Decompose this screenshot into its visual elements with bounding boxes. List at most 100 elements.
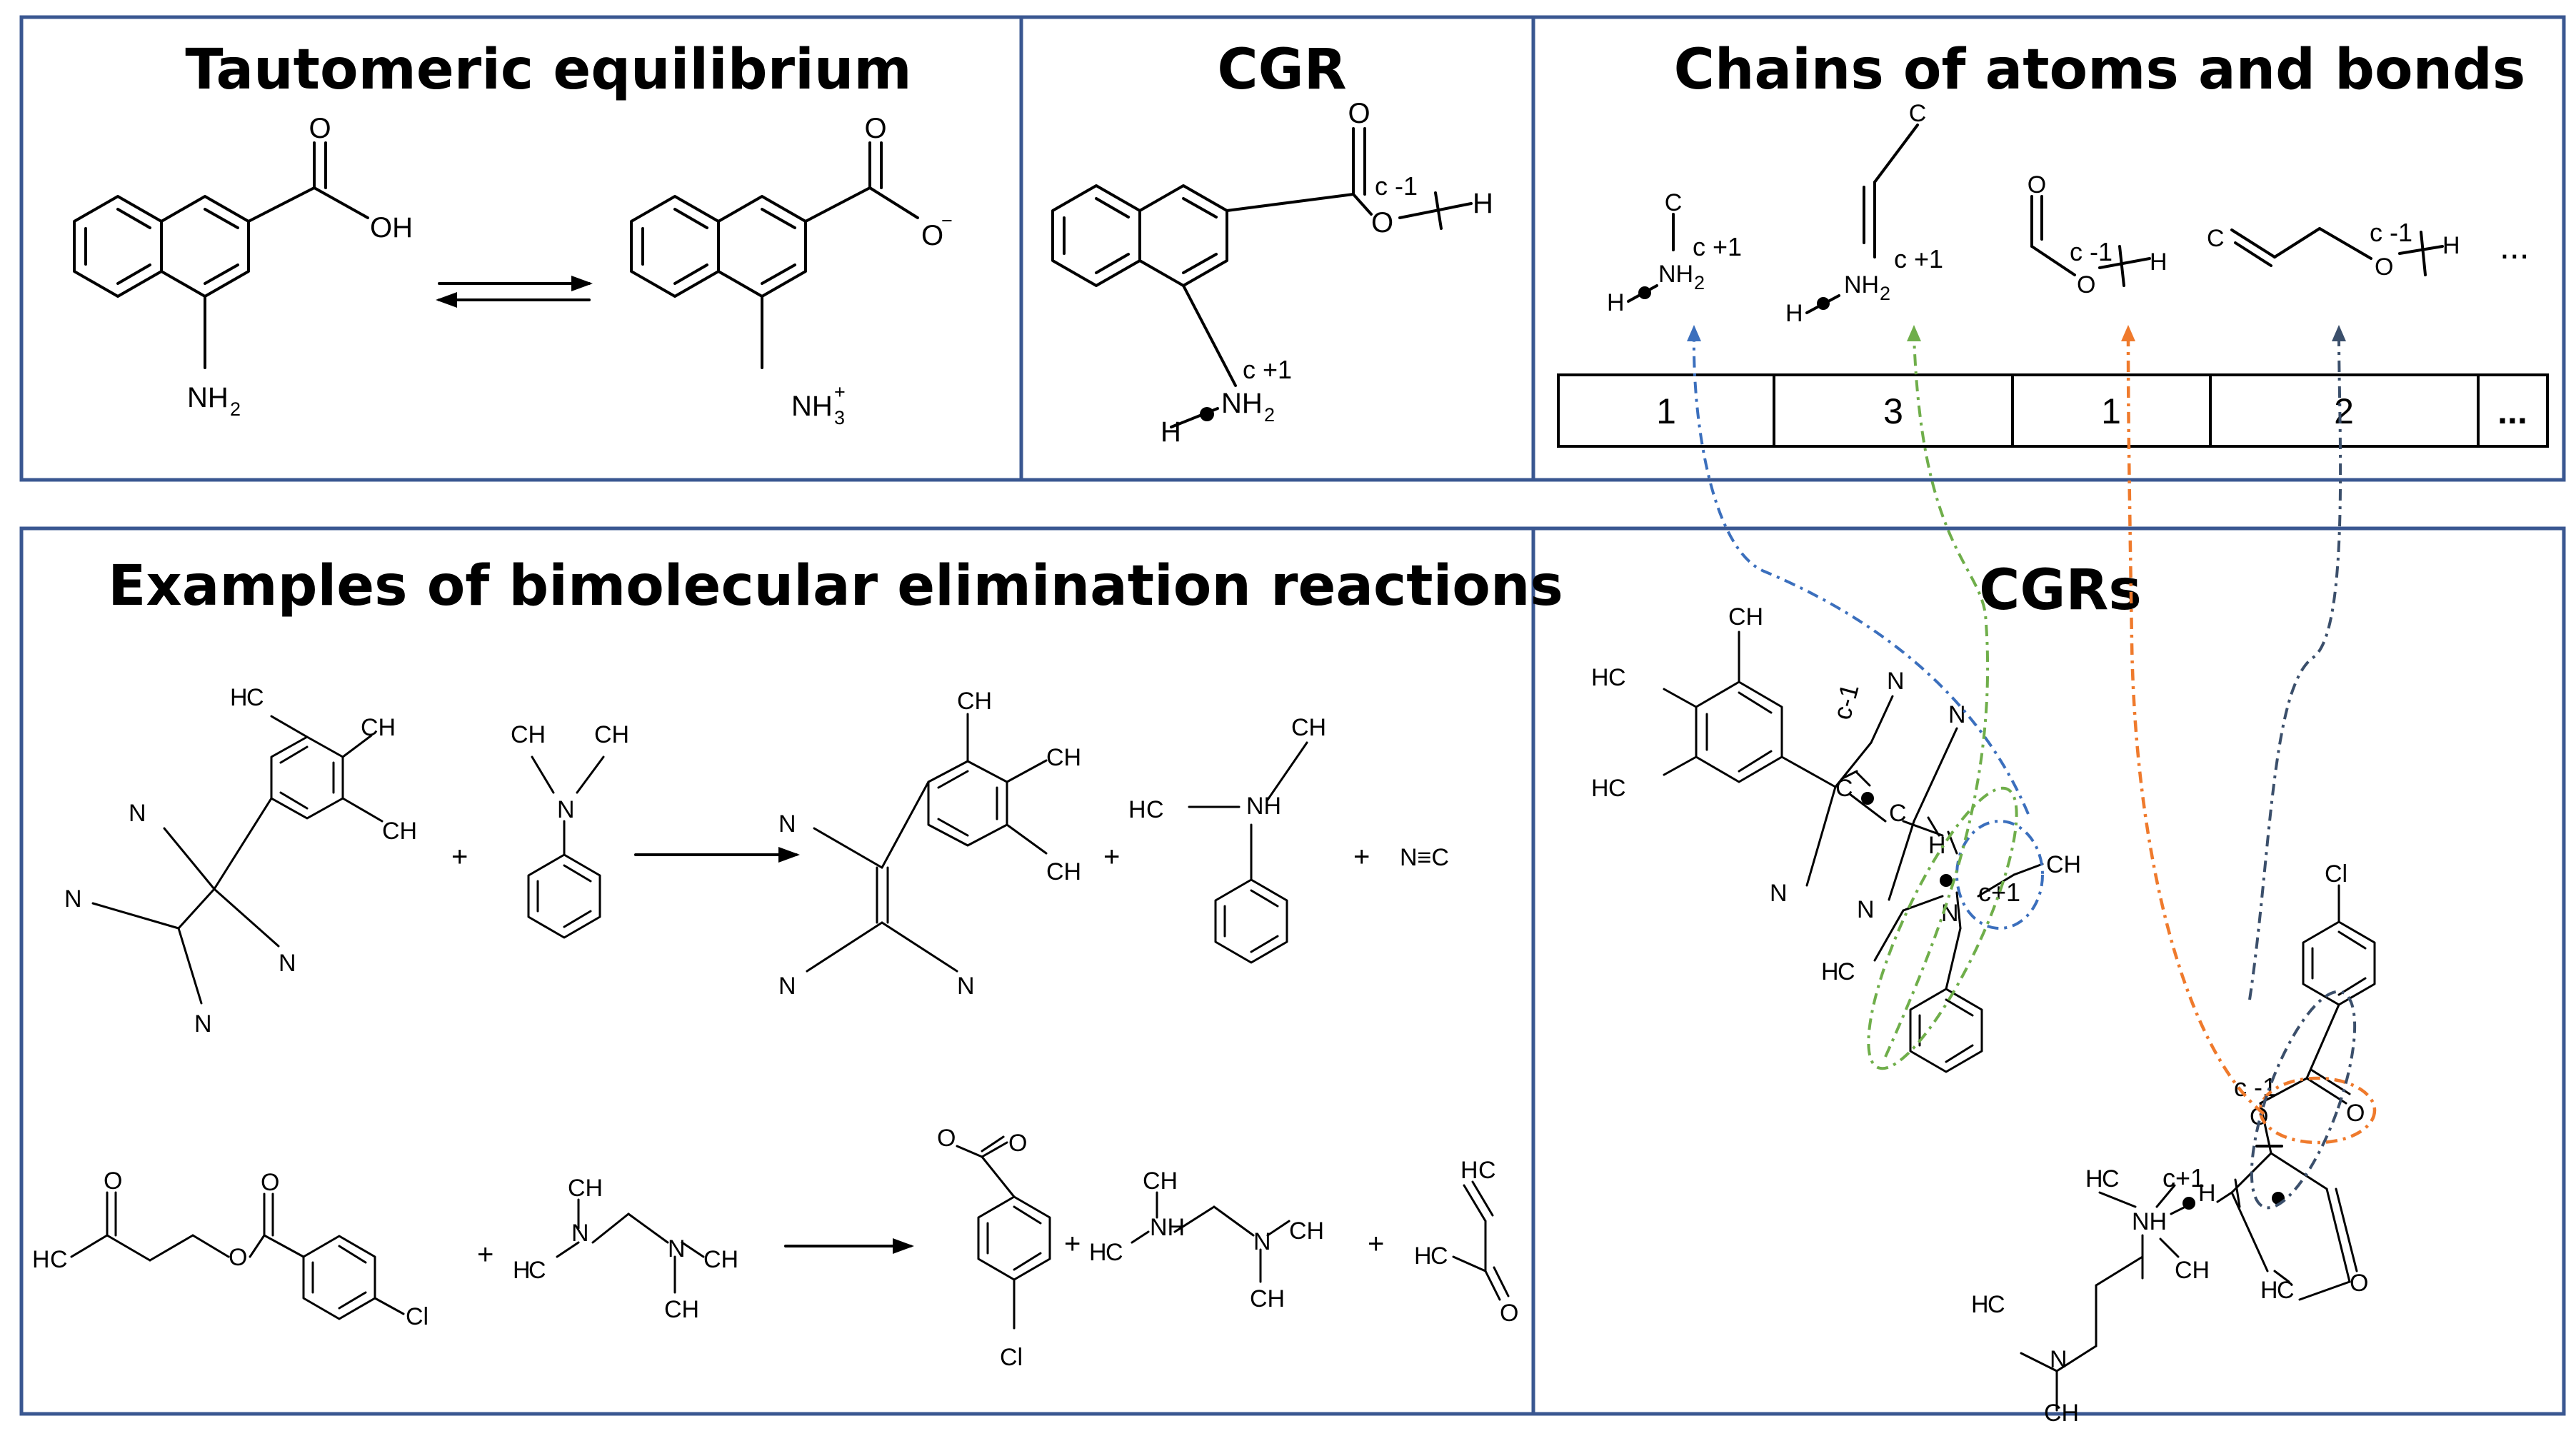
atom-label: O (261, 1169, 279, 1196)
reaction-2-reactant-1: H C O O O Cl (32, 1168, 429, 1330)
atom-label: CH (664, 1296, 699, 1323)
atom-label: H (1821, 958, 1839, 985)
reaction-1-product-2: NH H C CH (1128, 714, 1326, 964)
atom-label: CH (511, 721, 546, 748)
atom-label: O (2350, 1270, 2368, 1297)
cgr-label: c -1 (2070, 237, 2113, 266)
atom-label: H (1607, 289, 1625, 316)
reaction-center-ellipse-navy (2250, 990, 2357, 1210)
connector-arrow-green (1884, 335, 1990, 1058)
atom-label: O (2346, 1100, 2365, 1127)
reaction-1-reactant-2: N CH CH (511, 721, 629, 939)
cgr-label: c -1 (2370, 218, 2412, 247)
molecule-cgr: O O c -1 H NH 2 c +1 H (1051, 98, 1493, 448)
connector-arrow-orange (2126, 335, 2265, 1115)
cgr-label: c-1 (1827, 681, 1865, 723)
plus-sign: + (1353, 841, 1370, 873)
connector-arrow-navy (2248, 335, 2342, 1000)
plus-sign: + (1064, 1228, 1081, 1260)
panel-title-cgr: CGR (1217, 38, 1346, 102)
plus-sign: + (1368, 1228, 1384, 1260)
reaction-center-ellipse-orange (2258, 1076, 2377, 1145)
count-cell: 1 (2101, 391, 2121, 431)
atom-label: C (1665, 189, 1683, 216)
atom-label: O (1371, 207, 1393, 239)
atom-label: N (571, 1220, 589, 1247)
atom-label: CH (1291, 714, 1326, 741)
connector-arrow-blue (1692, 335, 2030, 815)
atom-label: H (2198, 1180, 2216, 1207)
atom-label: N (778, 973, 796, 1000)
atom-label: C (1146, 796, 1164, 823)
chain-fragment-1: C NH 2 c +1 H (1607, 189, 1742, 316)
atom-label: O (2077, 271, 2095, 298)
atom-label: O (1008, 1130, 1027, 1157)
atom-label: N (557, 796, 575, 823)
panel-chains-frame (1531, 15, 2566, 482)
cyanide-label: N≡C (1400, 844, 1449, 871)
atom-label: CH (361, 714, 396, 741)
atom-label: N (1857, 896, 1875, 923)
reaction-center-ellipse-green (1867, 786, 2018, 1070)
atom-label: H (2260, 1277, 2278, 1304)
atom-label: H (230, 684, 248, 711)
arrowhead-blue (1687, 325, 1701, 341)
atom-label: O (937, 1125, 956, 1152)
cgr-label: c+1 (2162, 1163, 2205, 1193)
reaction-2-product-1: O O Cl (937, 1125, 1051, 1371)
atom-label: C (1106, 1239, 1123, 1266)
atom-label: N (957, 973, 975, 1000)
equilibrium-arrows (436, 276, 593, 308)
chain-fragment-4: C O c -1 H (2207, 218, 2460, 281)
atom-label: C (1608, 775, 1626, 802)
atom-label: O (229, 1244, 247, 1271)
atom-label: CH (1250, 1285, 1285, 1312)
atom-subscript: 2 (230, 398, 241, 420)
reaction-2-product-3: H C H C O (1414, 1157, 1518, 1327)
panel-cgrs-frame (1531, 526, 2566, 1416)
atom-label: OH (370, 212, 413, 243)
atom-label: CH (1728, 603, 1763, 631)
cgr-structure-2: Cl O O c -1 O H C H NH c+1 H C CH H C N … (1971, 860, 2376, 1427)
atom-label: N (279, 950, 296, 977)
atom-label: C (1835, 775, 1853, 802)
panel-examples-frame (19, 526, 1535, 1416)
atom-label: H (1473, 188, 1493, 219)
chains-ellipsis: ... (2500, 226, 2530, 266)
reaction-1-arrow (634, 847, 800, 863)
atom-label: H (1591, 664, 1609, 691)
atom-label: NH (1221, 388, 1263, 419)
atom-label: CH (1143, 1168, 1178, 1195)
atom-label: Cl (2325, 860, 2347, 888)
cgr-label: c +1 (1243, 355, 1292, 384)
cgr-label: c +1 (1894, 244, 1943, 273)
atom-label: NH (1246, 793, 1281, 820)
atom-label: H (1161, 416, 1181, 448)
count-cell: 2 (2334, 391, 2354, 431)
cgr-label: c -1 (2234, 1073, 2277, 1102)
atom-label: N (194, 1010, 212, 1038)
panel-title-chains: Chains of atoms and bonds (1674, 38, 2526, 102)
arrowhead-navy (2332, 325, 2346, 341)
reaction-center-ellipse-blue (1955, 820, 2044, 930)
atom-label: O (864, 113, 886, 144)
plus-sign: + (451, 841, 468, 873)
atom-label: N (2050, 1346, 2068, 1373)
charge-label: + (834, 381, 846, 403)
atom-label: CH (1046, 744, 1081, 771)
atom-label: H (1414, 1242, 1432, 1270)
atom-label: C (1988, 1291, 2005, 1318)
atom-label: CH (2044, 1400, 2079, 1427)
panel-title-tautomeric: Tautomeric equilibrium (185, 38, 911, 102)
atom-label: N (1770, 880, 1788, 907)
atom-label: H (513, 1257, 531, 1284)
atom-label: NH (791, 391, 833, 422)
atom-label: O (1500, 1300, 1518, 1327)
atom-subscript: 3 (834, 407, 845, 428)
atom-label: N (668, 1235, 686, 1262)
atom-label: H (2150, 248, 2167, 276)
atom-label: CH (2046, 851, 2081, 878)
atom-label: CH (382, 818, 417, 845)
atom-label: NH (1150, 1214, 1185, 1241)
